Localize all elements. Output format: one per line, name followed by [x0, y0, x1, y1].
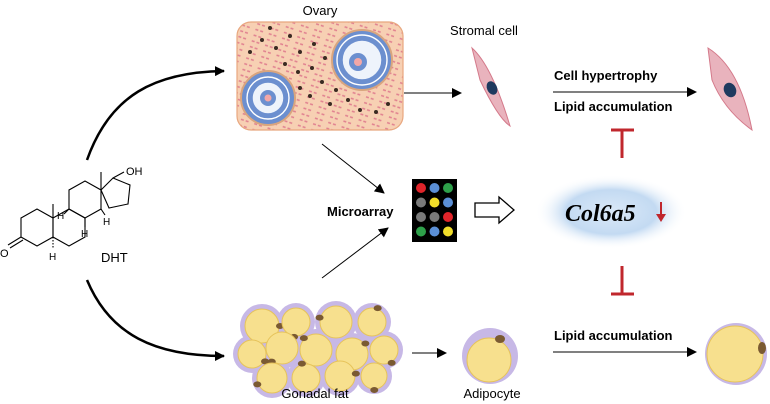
adipocyte-illustration [462, 328, 518, 384]
microarray-chip [412, 179, 457, 242]
molecule-h2-label: H [57, 211, 64, 222]
inhibition-bottom [611, 266, 634, 296]
microarray-spot [429, 197, 440, 208]
lipid-accumulation-top-label: Lipid accumulation [554, 99, 673, 114]
microarray-spot [416, 212, 426, 222]
gonadal-fat-illustration [233, 301, 403, 398]
microarray-spot [443, 212, 453, 222]
arrow-fat-to-microarray [321, 227, 389, 279]
dht-label: DHT [101, 250, 128, 265]
follicle-small [240, 70, 296, 126]
fat-cell-lipid [291, 363, 321, 393]
microarray-spot [443, 183, 453, 193]
fat-cell-lipid [299, 333, 333, 367]
microarray-spot [416, 226, 426, 237]
fat-cell-lipid [256, 362, 288, 394]
ovary-label: Ovary [303, 3, 338, 18]
fat-cell-lipid [319, 305, 353, 339]
microarray-spot [443, 226, 453, 237]
fat-cell-lipid [265, 331, 299, 365]
microarray-label: Microarray [327, 204, 394, 219]
fat-cell-nucleus [253, 381, 262, 388]
microarray-spot [416, 197, 426, 208]
molecule-h4-label: H [103, 217, 110, 228]
fat-cell-nucleus [351, 370, 360, 377]
fat-cell-lipid [237, 339, 267, 369]
microarray-spot [443, 197, 453, 208]
hypertrophied-cell-illustration [707, 47, 753, 132]
microarray-spot [429, 226, 440, 237]
down-arrow-icon [656, 202, 666, 222]
molecule-oh-label: OH [126, 166, 143, 178]
stromal-cell-label: Stromal cell [450, 23, 518, 38]
follicle-large [331, 29, 393, 91]
fat-cell-nucleus [297, 360, 306, 367]
cell-hypertrophy-label: Cell hypertrophy [554, 68, 658, 83]
molecule-h3-label: H [81, 229, 88, 240]
fat-cell-lipid [369, 335, 399, 365]
microarray-spot [416, 183, 426, 193]
fat-cell-lipid [281, 307, 311, 337]
arrow-ovary-to-microarray [321, 143, 385, 194]
arrow-dht-to-ovary [85, 66, 225, 161]
ovary-illustration [236, 21, 404, 131]
gonadal-fat-label: Gonadal fat [281, 386, 349, 401]
gene-label: Col6a5 [565, 201, 636, 227]
stromal-cell-illustration [471, 46, 511, 128]
fat-cell-nucleus [387, 359, 396, 366]
fat-cell-nucleus [361, 340, 370, 347]
molecule-h1-label: H [49, 252, 56, 263]
microarray-spot [429, 183, 440, 193]
fat-cell-nucleus [299, 335, 308, 342]
lipid-accumulation-bottom-label: Lipid accumulation [554, 328, 673, 343]
fat-cell-lipid [357, 307, 387, 337]
hollow-arrow [474, 195, 515, 225]
gene-glow [535, 175, 687, 249]
microarray-spot [429, 212, 440, 222]
arrow-dht-to-gonadal-fat [85, 279, 225, 361]
enlarged-adipocyte-illustration [705, 323, 767, 385]
molecule-o-label: O [0, 248, 9, 260]
fat-cell-lipid [360, 362, 388, 390]
fat-cell-nucleus [261, 358, 270, 365]
fat-cell-nucleus [373, 305, 382, 312]
fat-cell-nucleus [315, 314, 324, 321]
inhibition-top [611, 128, 634, 158]
fat-cell-nucleus [370, 386, 379, 393]
dht-molecule [7, 171, 131, 249]
adipocyte-label: Adipocyte [463, 386, 520, 401]
